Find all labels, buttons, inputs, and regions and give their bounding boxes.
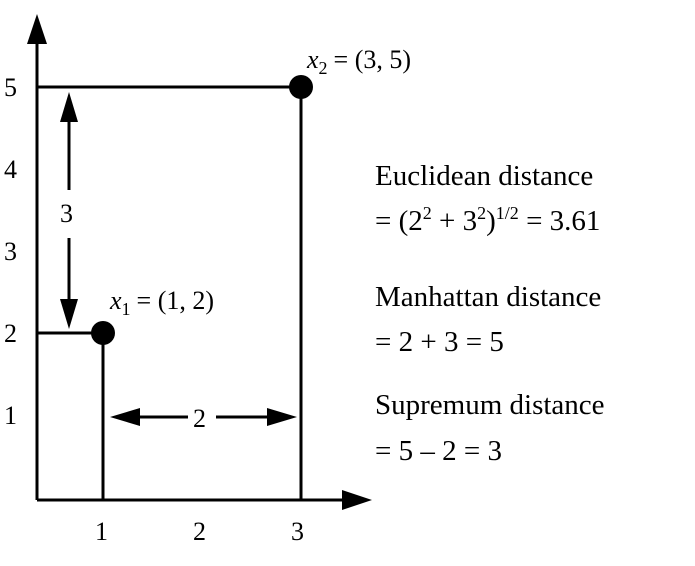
- point-x1: [91, 321, 115, 345]
- euclidean-formula: = (22 + 32)1/2 = 3.61: [375, 203, 600, 237]
- x2-subscript: 2: [319, 58, 328, 78]
- euclidean-f-open: = (2: [375, 205, 423, 237]
- manhattan-title: Manhattan distance: [375, 281, 601, 313]
- y-tick-label: 5: [4, 73, 17, 102]
- euclidean-sup-3: 1/2: [496, 203, 519, 223]
- euclidean-f-close: ): [486, 205, 496, 237]
- x-axis-arrowhead: [342, 490, 372, 510]
- euclidean-title: Euclidean distance: [375, 160, 593, 192]
- x2-var: x: [306, 45, 319, 74]
- y-axis-arrowhead: [27, 14, 47, 44]
- x2-label: x2 = (3, 5): [306, 45, 411, 78]
- supremum-title: Supremum distance: [375, 389, 605, 421]
- y-tick-label: 2: [4, 319, 17, 348]
- vertical-dimension-arrowhead-up: [60, 92, 78, 122]
- vertical-dimension-arrowhead-down: [60, 299, 78, 329]
- x2-coords: = (3, 5): [334, 45, 411, 74]
- euclidean-sup-2: 2: [477, 203, 486, 223]
- x1-subscript: 1: [122, 299, 131, 319]
- supremum-formula: = 5 – 2 = 3: [375, 435, 502, 467]
- x1-var: x: [109, 286, 122, 315]
- x1-coords: = (1, 2): [137, 286, 214, 315]
- x1-label: x1 = (1, 2): [109, 286, 214, 319]
- vertical-dimension-label: 3: [60, 199, 73, 228]
- y-tick-label: 1: [4, 401, 17, 430]
- horizontal-dimension-arrowhead-right: [267, 408, 297, 426]
- euclidean-f-mid: + 3: [432, 205, 477, 237]
- x-tick-label: 1: [95, 517, 108, 546]
- manhattan-formula: = 2 + 3 = 5: [375, 326, 504, 358]
- horizontal-dimension-arrowhead-left: [110, 408, 140, 426]
- euclidean-f-end: = 3.61: [519, 205, 601, 237]
- y-tick-label: 3: [4, 237, 17, 266]
- y-tick-label: 4: [4, 155, 17, 184]
- horizontal-dimension-label: 2: [193, 404, 206, 433]
- x-tick-label: 3: [291, 517, 304, 546]
- point-x2: [289, 75, 313, 99]
- x-tick-label: 2: [193, 517, 206, 546]
- euclidean-sup-1: 2: [423, 203, 432, 223]
